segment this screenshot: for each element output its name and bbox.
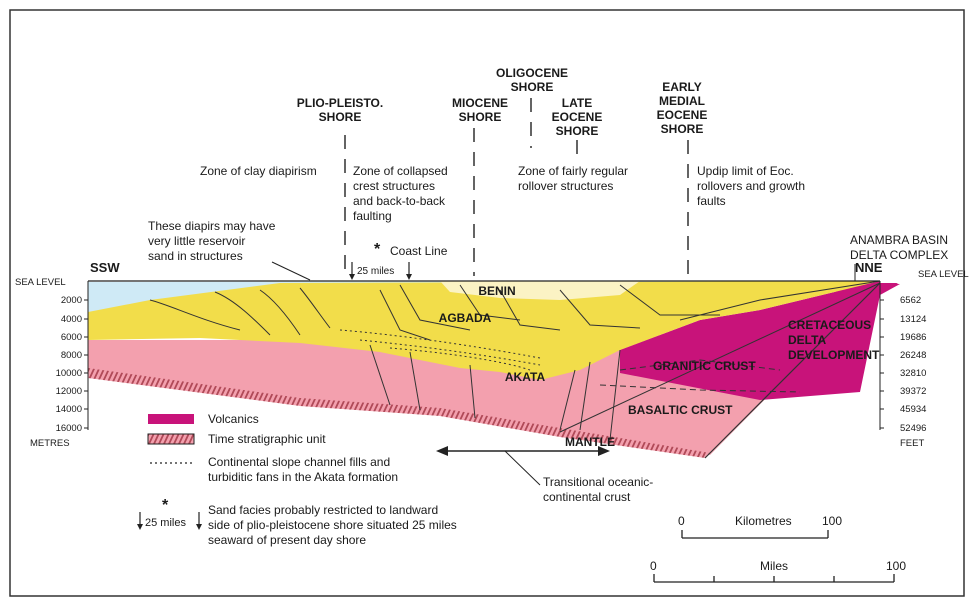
left-sea-level: SEA LEVEL xyxy=(15,277,66,288)
right-tick: 13124 xyxy=(900,314,926,325)
star-icon: * xyxy=(374,241,381,258)
plio-shore-line1: PLIO-PLEISTO. xyxy=(297,96,383,110)
right-tick: 6562 xyxy=(900,295,921,306)
oligocene-shore-line2: SHORE xyxy=(511,80,554,94)
legend-sand-3: seaward of present day shore xyxy=(208,533,366,547)
diapirs-pointer xyxy=(272,262,310,280)
basaltic-label: BASALTIC CRUST xyxy=(628,403,733,417)
agbada-label: AGBADA xyxy=(439,311,492,325)
early-medial-line3: EOCENE xyxy=(657,108,708,122)
early-medial-line1: EARLY xyxy=(662,80,702,94)
left-tick: 16000 xyxy=(56,423,82,434)
right-tick: 52496 xyxy=(900,423,926,434)
plio-shore-line2: SHORE xyxy=(319,110,362,124)
zone-updip-1: Updip limit of Eoc. xyxy=(697,164,794,178)
legend-sand-2: side of plio-pleistocene shore situated … xyxy=(208,518,457,532)
right-tick: 32810 xyxy=(900,368,926,379)
transitional-line2: continental crust xyxy=(543,490,631,504)
left-arrow-head-icon xyxy=(349,274,355,280)
legend-channel-2: turbiditic fans in the Akata formation xyxy=(208,470,398,484)
akata-label: AKATA xyxy=(505,370,546,384)
diapirs-note-2: very little reservoir xyxy=(148,234,245,248)
legend-channel-1: Continental slope channel fills and xyxy=(208,455,390,469)
legend-star-icon: * xyxy=(162,497,169,514)
miocene-shore-line2: SHORE xyxy=(459,110,502,124)
zone-rollover-2: rollover structures xyxy=(518,179,613,193)
legend-sand-symbol: 25 miles xyxy=(145,517,186,529)
zone-collapsed-4: faulting xyxy=(353,209,392,223)
late-eocene-line3: SHORE xyxy=(556,124,599,138)
miles-title: Miles xyxy=(760,559,788,573)
twenty-five-miles-label: 25 miles xyxy=(357,266,394,277)
diapirs-note-3: sand in structures xyxy=(148,249,243,263)
left-tick: 8000 xyxy=(61,350,82,361)
km-end: 100 xyxy=(822,514,842,528)
left-tick: 14000 xyxy=(56,404,82,415)
cretaceous-line1: CRETACEOUS xyxy=(788,318,871,332)
left-tick: 10000 xyxy=(56,368,82,379)
right-unit: FEET xyxy=(900,438,924,449)
transitional-pointer xyxy=(505,451,540,485)
transitional-arrow-left-icon xyxy=(436,446,448,456)
zone-collapsed-1: Zone of collapsed xyxy=(353,164,448,178)
early-medial-line4: SHORE xyxy=(661,122,704,136)
left-tick: 12000 xyxy=(56,386,82,397)
legend-volcanics-swatch xyxy=(148,414,194,424)
transitional-line1: Transitional oceanic- xyxy=(543,475,653,489)
cretaceous-line2: DELTA xyxy=(788,333,827,347)
miocene-shore-line1: MIOCENE xyxy=(452,96,508,110)
zone-collapsed-3: and back-to-back xyxy=(353,194,446,208)
benin-label: BENIN xyxy=(478,284,515,298)
right-tick: 45934 xyxy=(900,404,926,415)
legend-right-arrowhead-icon xyxy=(196,524,202,530)
late-eocene-line2: EOCENE xyxy=(552,110,603,124)
direction-ssw: SSW xyxy=(90,260,120,275)
legend-volcanics: Volcanics xyxy=(208,412,259,426)
km-title: Kilometres xyxy=(735,514,792,528)
left-tick: 4000 xyxy=(61,314,82,325)
zone-updip-3: faults xyxy=(697,194,726,208)
anambra-line2: DELTA COMPLEX xyxy=(850,248,948,262)
diapirs-note-1: These diapirs may have xyxy=(148,219,276,233)
right-tick: 26248 xyxy=(900,350,926,361)
right-sea-level: SEA LEVEL xyxy=(918,269,969,280)
right-arrow-head-icon xyxy=(406,274,412,280)
anambra-line1: ANAMBRA BASIN xyxy=(850,233,948,247)
early-medial-line2: MEDIAL xyxy=(659,94,705,108)
legend-left-arrowhead-icon xyxy=(137,524,143,530)
zone-rollover-1: Zone of fairly regular xyxy=(518,164,628,178)
mantle-label: MANTLE xyxy=(565,435,615,449)
left-tick: 2000 xyxy=(61,295,82,306)
left-unit: METRES xyxy=(30,438,70,449)
coast-line-label: Coast Line xyxy=(390,244,448,258)
oligocene-shore-line1: OLIGOCENE xyxy=(496,66,568,80)
left-tick: 6000 xyxy=(61,332,82,343)
km-start: 0 xyxy=(678,514,685,528)
right-tick: 39372 xyxy=(900,386,926,397)
direction-nne: NNE xyxy=(855,260,883,275)
legend-time: Time stratigraphic unit xyxy=(208,432,326,446)
late-eocene-line1: LATE xyxy=(562,96,592,110)
legend-time-swatch xyxy=(148,434,194,444)
granitic-label: GRANITIC CRUST xyxy=(653,359,756,373)
right-tick: 19686 xyxy=(900,332,926,343)
cretaceous-line3: DEVELOPMENT xyxy=(788,348,880,362)
zone-clay: Zone of clay diapirism xyxy=(200,164,317,178)
zone-updip-2: rollovers and growth xyxy=(697,179,805,193)
miles-end: 100 xyxy=(886,559,906,573)
legend-sand-1: Sand facies probably restricted to landw… xyxy=(208,503,438,517)
miles-start: 0 xyxy=(650,559,657,573)
zone-collapsed-2: crest structures xyxy=(353,179,435,193)
